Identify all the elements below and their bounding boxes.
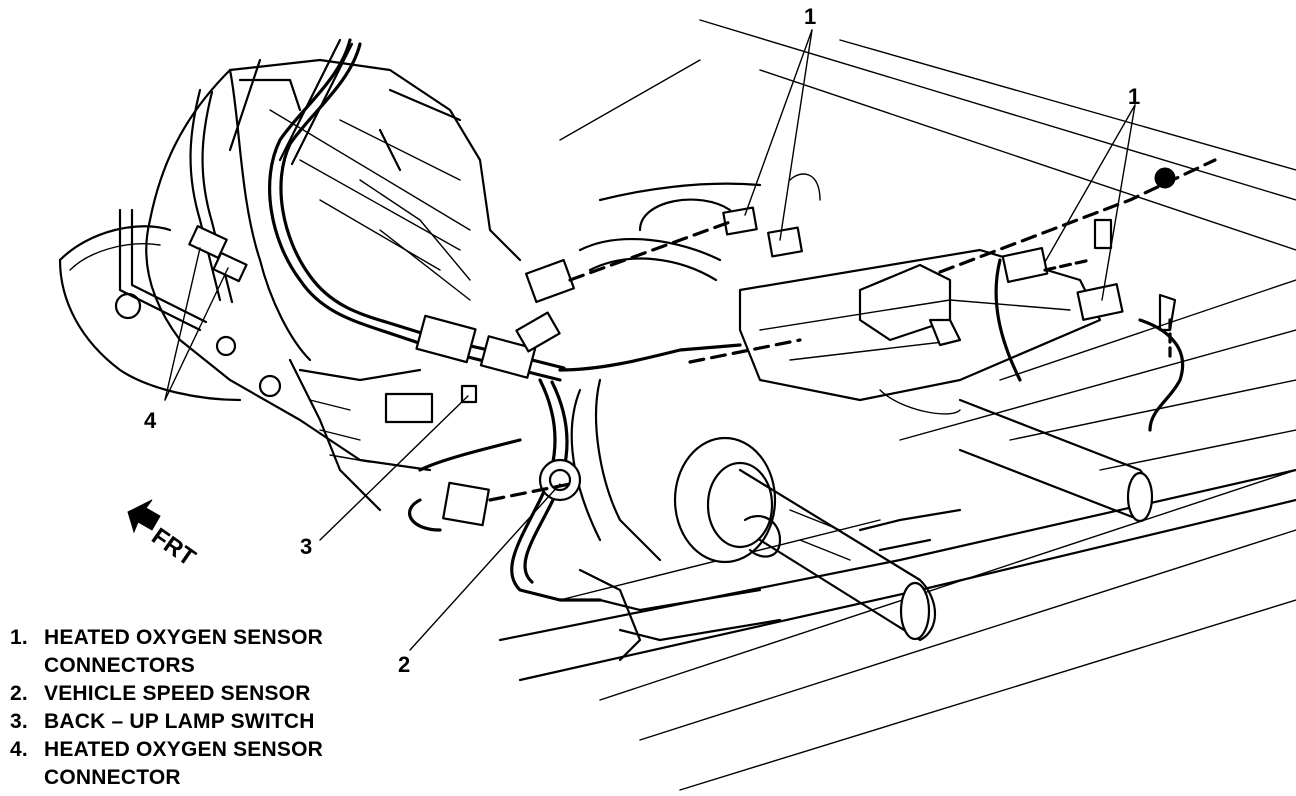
legend-item-3: 3. BACK – UP LAMP SWITCH xyxy=(10,708,410,736)
callout-4: 4 xyxy=(144,408,157,433)
callout-1-right: 1 xyxy=(1128,84,1140,109)
legend-number: 3. xyxy=(10,710,28,733)
legend-text: HEATED OXYGEN SENSOR CONNECTOR xyxy=(44,738,323,789)
legend-text: VEHICLE SPEED SENSOR xyxy=(44,682,311,705)
legend-item-2: 2. VEHICLE SPEED SENSOR xyxy=(10,680,410,708)
driveshaft xyxy=(570,378,936,642)
cooler-lines xyxy=(118,38,462,332)
callout-3: 3 xyxy=(300,534,312,559)
exhaust-converter xyxy=(578,198,1154,523)
callout-1-center: 1 xyxy=(804,4,816,29)
legend-number: 2. xyxy=(10,682,28,705)
floor-pan xyxy=(559,19,1296,791)
legend-item-1: 1. HEATED OXYGEN SENSOR CONNECTORS xyxy=(10,624,410,680)
direction-label: FRT xyxy=(147,523,201,572)
legend-text: BACK – UP LAMP SWITCH xyxy=(44,710,315,733)
legend: 1. HEATED OXYGEN SENSOR CONNECTORS 2. VE… xyxy=(10,624,410,792)
leader-lines xyxy=(164,29,1136,651)
direction-indicator: FRT xyxy=(127,499,201,572)
legend-number: 4. xyxy=(10,738,28,761)
frame-rail xyxy=(498,468,1296,682)
direction-arrow-icon xyxy=(127,499,161,534)
connectors xyxy=(188,167,1177,527)
alignment-dashes xyxy=(488,158,1217,502)
callout-2: 2 xyxy=(398,652,410,677)
legend-number: 1. xyxy=(10,626,28,649)
legend-text: HEATED OXYGEN SENSOR CONNECTORS xyxy=(44,626,323,677)
legend-item-4: 4. HEATED OXYGEN SENSOR CONNECTOR xyxy=(10,736,410,792)
